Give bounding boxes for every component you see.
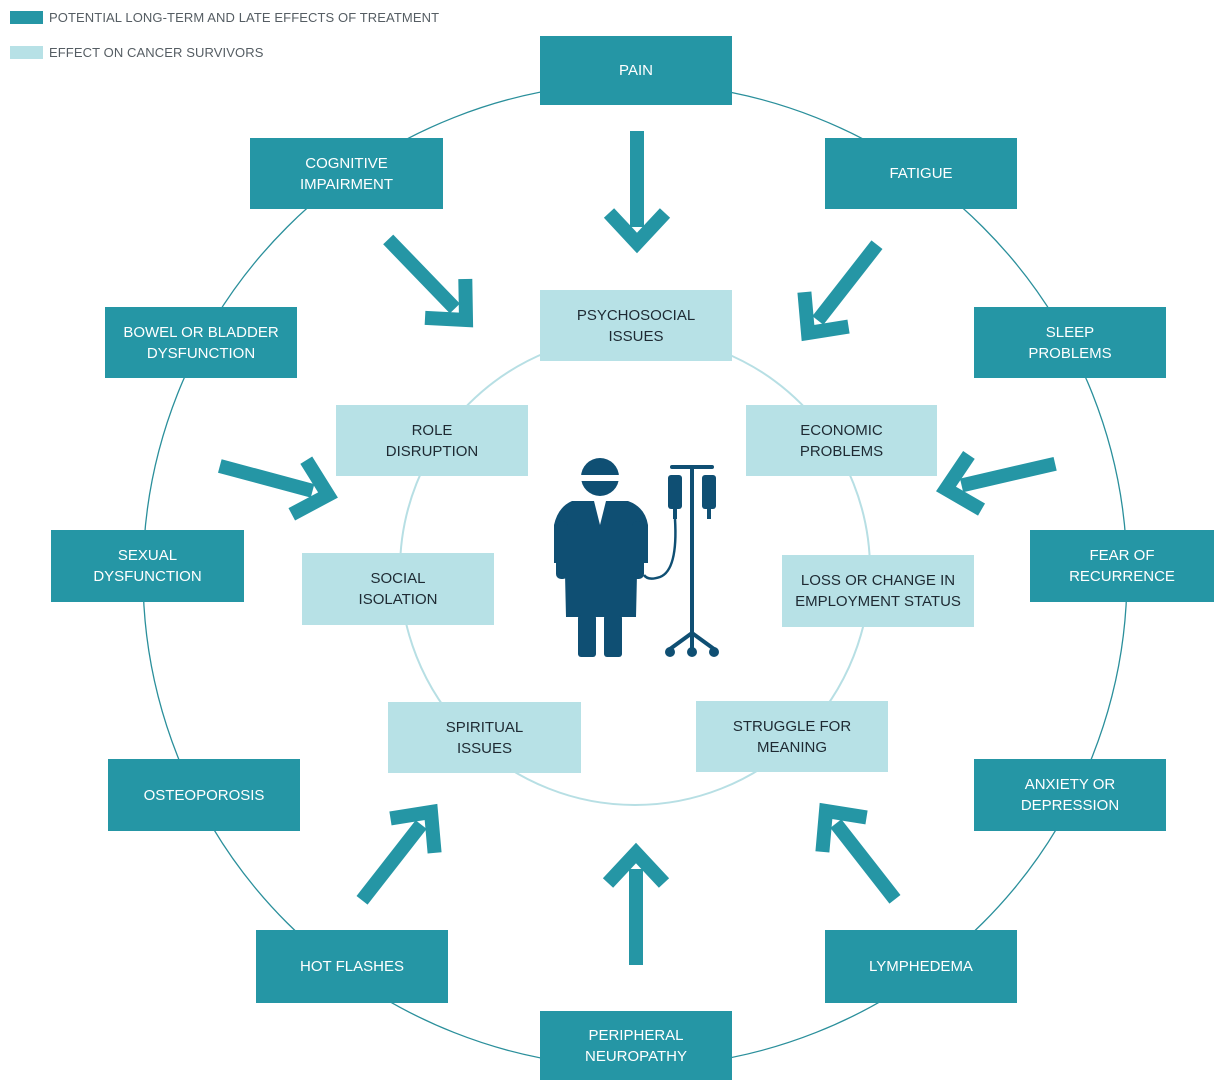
box-bowel-or-bladder-dysfunction-label: BOWEL OR BLADDER DYSFUNCTION xyxy=(123,323,279,362)
box-social-isolation-label: SOCIAL ISOLATION xyxy=(358,570,438,608)
arrow-icon-from-pain xyxy=(609,131,665,243)
box-psychosocial-issues: PSYCHOSOCIAL ISSUES xyxy=(540,290,732,361)
patient-with-iv-pole-icon xyxy=(554,458,719,657)
box-lymphedema: LYMPHEDEMA xyxy=(825,930,1017,1003)
box-employment-status: LOSS OR CHANGE IN EMPLOYMENT STATUS xyxy=(782,555,974,627)
box-osteoporosis: OSTEOPOROSIS xyxy=(108,759,300,831)
box-fatigue: FATIGUE xyxy=(825,138,1017,209)
box-anxiety-or-depression: ANXIETY OR DEPRESSION xyxy=(974,759,1166,831)
legend-label-late-effects: POTENTIAL LONG-TERM AND LATE EFFECTS OF … xyxy=(49,10,440,25)
box-role-disruption: ROLE DISRUPTION xyxy=(336,405,528,476)
box-spiritual-issues-label: SPIRITUAL ISSUES xyxy=(445,718,524,757)
box-fear-of-recurrence: FEAR OF RECURRENCE xyxy=(1030,530,1214,602)
box-pain: PAIN xyxy=(540,36,732,105)
box-cognitive-impairment: COGNITIVE IMPAIRMENT xyxy=(250,138,443,209)
legend-swatch-dark xyxy=(10,11,43,24)
box-psychosocial-issues-label: PSYCHOSOCIAL ISSUES xyxy=(576,306,696,345)
legend-item-late-effects: POTENTIAL LONG-TERM AND LATE EFFECTS OF … xyxy=(10,10,439,25)
arrow-icon-from-fatigue xyxy=(786,228,899,351)
box-peripheral-neuropathy: PERIPHERAL NEUROPATHY xyxy=(540,1011,732,1080)
box-sexual-dysfunction-label: SEXUAL DYSFUNCTION xyxy=(93,547,202,585)
arrow-icon-from-hot-flashes xyxy=(340,795,453,918)
box-pain-label: PAIN xyxy=(619,62,653,79)
box-fatigue-label: FATIGUE xyxy=(889,165,953,182)
box-hot-flashes-label: HOT FLASHES xyxy=(300,958,404,975)
box-cognitive-impairment-label: COGNITIVE IMPAIRMENT xyxy=(299,154,394,193)
box-economic-problems-label: ECONOMIC PROBLEMS xyxy=(799,421,884,460)
box-struggle-for-meaning-label: STRUGGLE FOR MEANING xyxy=(732,717,852,756)
box-bowel-or-bladder-dysfunction: BOWEL OR BLADDER DYSFUNCTION xyxy=(105,307,297,378)
arrow-icon-from-sexual xyxy=(213,439,336,522)
box-osteoporosis-label: OSTEOPOROSIS xyxy=(143,786,265,804)
legend-item-survivor-effects: EFFECT ON CANCER SURVIVORS xyxy=(10,45,264,60)
box-anxiety-or-depression-label: ANXIETY OR DEPRESSION xyxy=(1020,776,1120,814)
box-sleep-problems: SLEEP PROBLEMS xyxy=(974,307,1166,378)
arrow-icon-from-neuropathy xyxy=(608,853,664,965)
box-sexual-dysfunction: SEXUAL DYSFUNCTION xyxy=(51,530,244,602)
box-peripheral-neuropathy-label: PERIPHERAL NEUROPATHY xyxy=(585,1026,687,1065)
box-spiritual-issues: SPIRITUAL ISSUES xyxy=(388,702,581,773)
box-sleep-problems-label: SLEEP PROBLEMS xyxy=(1028,323,1112,362)
box-economic-problems: ECONOMIC PROBLEMS xyxy=(746,405,937,476)
box-struggle-for-meaning: STRUGGLE FOR MEANING xyxy=(696,701,888,772)
legend-swatch-light xyxy=(10,46,43,59)
box-employment-status-label: LOSS OR CHANGE IN EMPLOYMENT STATUS xyxy=(795,572,961,610)
box-role-disruption-label: ROLE DISRUPTION xyxy=(385,421,479,460)
arrow-icon-from-lymphedema xyxy=(804,794,917,917)
arrow-icon-from-cognitive xyxy=(368,220,486,339)
box-social-isolation: SOCIAL ISOLATION xyxy=(302,553,494,625)
arrow-icon-from-fear xyxy=(940,437,1062,517)
legend-label-survivor-effects: EFFECT ON CANCER SURVIVORS xyxy=(49,45,264,60)
box-hot-flashes: HOT FLASHES xyxy=(256,930,448,1003)
box-lymphedema-label: LYMPHEDEMA xyxy=(869,958,973,975)
box-fear-of-recurrence-label: FEAR OF RECURRENCE xyxy=(1069,547,1175,585)
